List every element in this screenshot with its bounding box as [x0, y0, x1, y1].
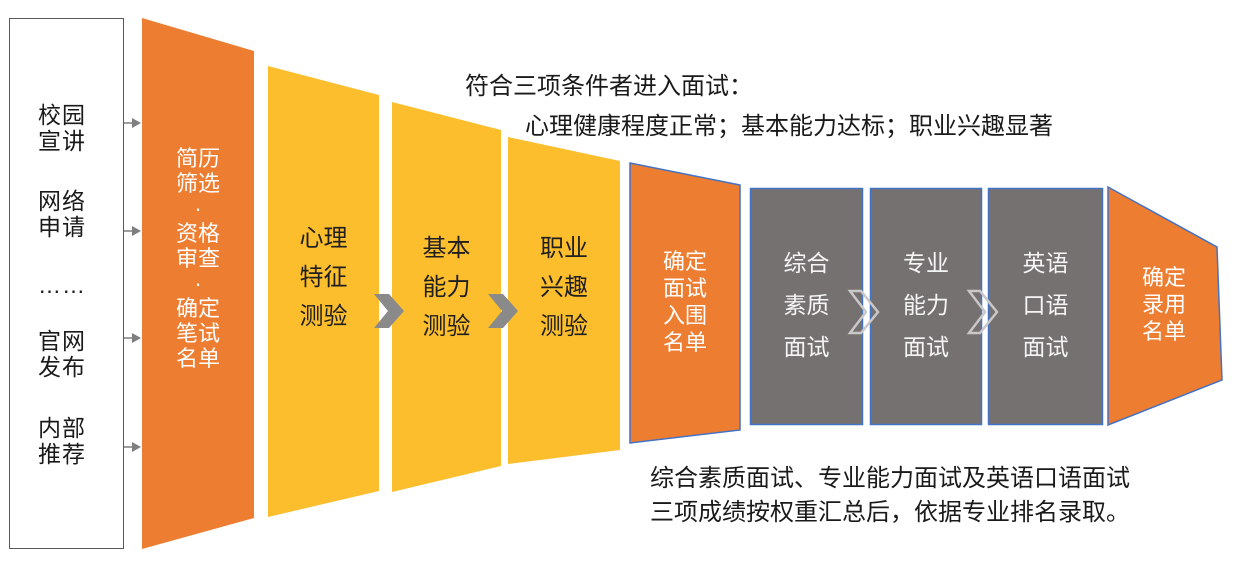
stage-label-hire-list: 确定 录用 名单 [1141, 265, 1186, 344]
chevron-right-outline-icon [966, 289, 999, 335]
source-channels-panel [9, 18, 124, 549]
stage-shape-hire-list [1107, 185, 1223, 427]
chevron-right-icon [488, 294, 518, 328]
scoring-rule-note-line1: 综合素质面试、专业能力面试及英语口语面试 [650, 465, 1130, 492]
stage-shape-comprehensive-interview [749, 187, 864, 426]
stage-label-english-oral-interview: 英语 口语 面试 [1022, 250, 1069, 360]
stage-shape-psych-trait-test [268, 66, 379, 517]
stage-label-interview-shortlist: 确定 面试 入围 名单 [662, 249, 707, 355]
interview-criteria-note-line2: 心理健康程度正常；基本能力达标；职业兴趣显著 [525, 113, 1053, 140]
stage-label-career-interest-test: 职业 兴趣 测验 [540, 235, 588, 340]
scoring-rule-note-line2: 三项成绩按权重汇总后，依据专业排名录取。 [650, 499, 1130, 526]
stage-label-professional-interview: 专业 能力 面试 [903, 250, 949, 360]
chevron-right-icon [374, 294, 404, 328]
stage-label-basic-ability-test: 基本 能力 测验 [422, 235, 471, 340]
source-item-official-site: 官网 发布 [38, 328, 86, 380]
chevron-right-outline-icon [847, 289, 880, 335]
stage-shape-basic-ability-test [392, 102, 501, 492]
stage-shape-interview-shortlist [629, 162, 741, 444]
source-item-campus-talk: 校园 宣讲 [38, 102, 86, 154]
stage-shape-resume-screening [142, 18, 254, 549]
stage-label-resume-screening: 简历 筛选 · 资格 审查 · 确定 笔试 名单 [175, 146, 220, 371]
source-item-internal-referral: 内部 推荐 [38, 415, 86, 467]
stage-shape-professional-interview [869, 187, 983, 426]
source-item-online-apply: 网络 申请 [38, 188, 86, 240]
stage-shape-english-oral-interview [987, 187, 1104, 426]
source-item-ellipsis: …… [38, 272, 86, 298]
interview-criteria-note-line1: 符合三项条件者进入面试： [465, 73, 753, 100]
stage-label-psych-trait-test: 心理 特征 测验 [299, 225, 348, 330]
stage-label-comprehensive-interview: 综合 素质 面试 [783, 250, 830, 360]
stage-shape-career-interest-test [508, 137, 620, 464]
